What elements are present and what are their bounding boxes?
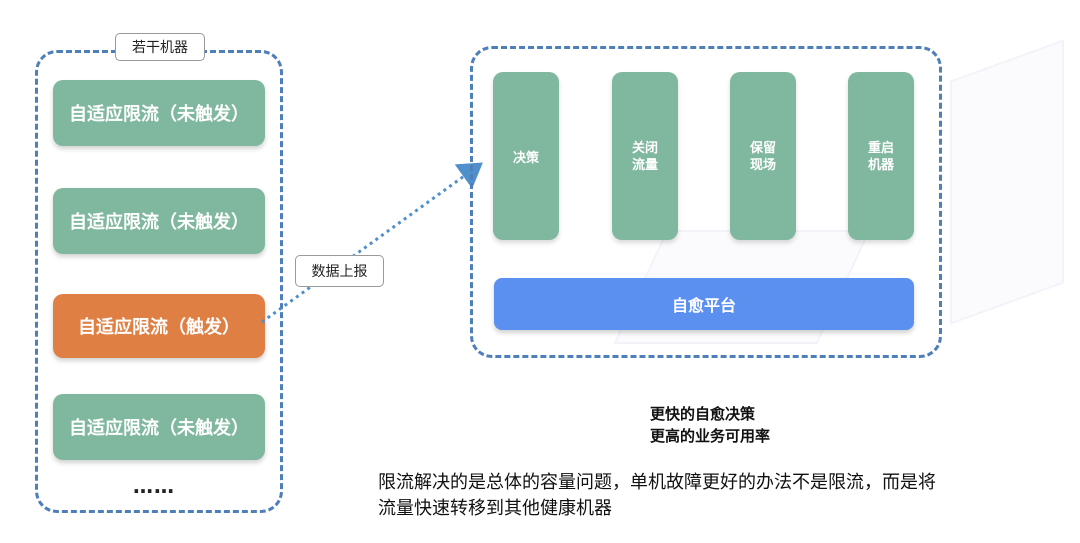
benefit-higher-availability: 更高的业务可用率 bbox=[650, 427, 771, 445]
pillar-restart-machine: 重启 机器 bbox=[848, 72, 914, 240]
pillar-close-traffic: 关闭 流量 bbox=[612, 72, 678, 240]
platform-group bbox=[470, 46, 942, 358]
pillar-decision: 决策 bbox=[493, 72, 559, 240]
conclusion-line-1: 限流解决的是总体的容量问题，单机故障更好的办法不是限流，而是将 bbox=[378, 472, 936, 493]
conclusion-line-2: 流量快速转移到其他健康机器 bbox=[378, 498, 612, 519]
self-healing-platform: 自愈平台 bbox=[494, 278, 914, 330]
connector-label: 数据上报 bbox=[295, 255, 384, 287]
limiter-node-1: 自适应限流（未触发） bbox=[53, 80, 265, 146]
benefit-faster-decision: 更快的自愈决策 bbox=[650, 405, 756, 423]
limiter-node-triggered: 自适应限流（触发） bbox=[53, 294, 265, 358]
limiter-node-2: 自适应限流（未触发） bbox=[53, 188, 265, 254]
more-machines-ellipsis: …… bbox=[133, 474, 175, 498]
machines-group-title: 若干机器 bbox=[115, 33, 205, 61]
limiter-node-4: 自适应限流（未触发） bbox=[53, 394, 265, 460]
report-arrow-line bbox=[261, 162, 483, 324]
pillar-keep-scene: 保留 现场 bbox=[730, 72, 796, 240]
